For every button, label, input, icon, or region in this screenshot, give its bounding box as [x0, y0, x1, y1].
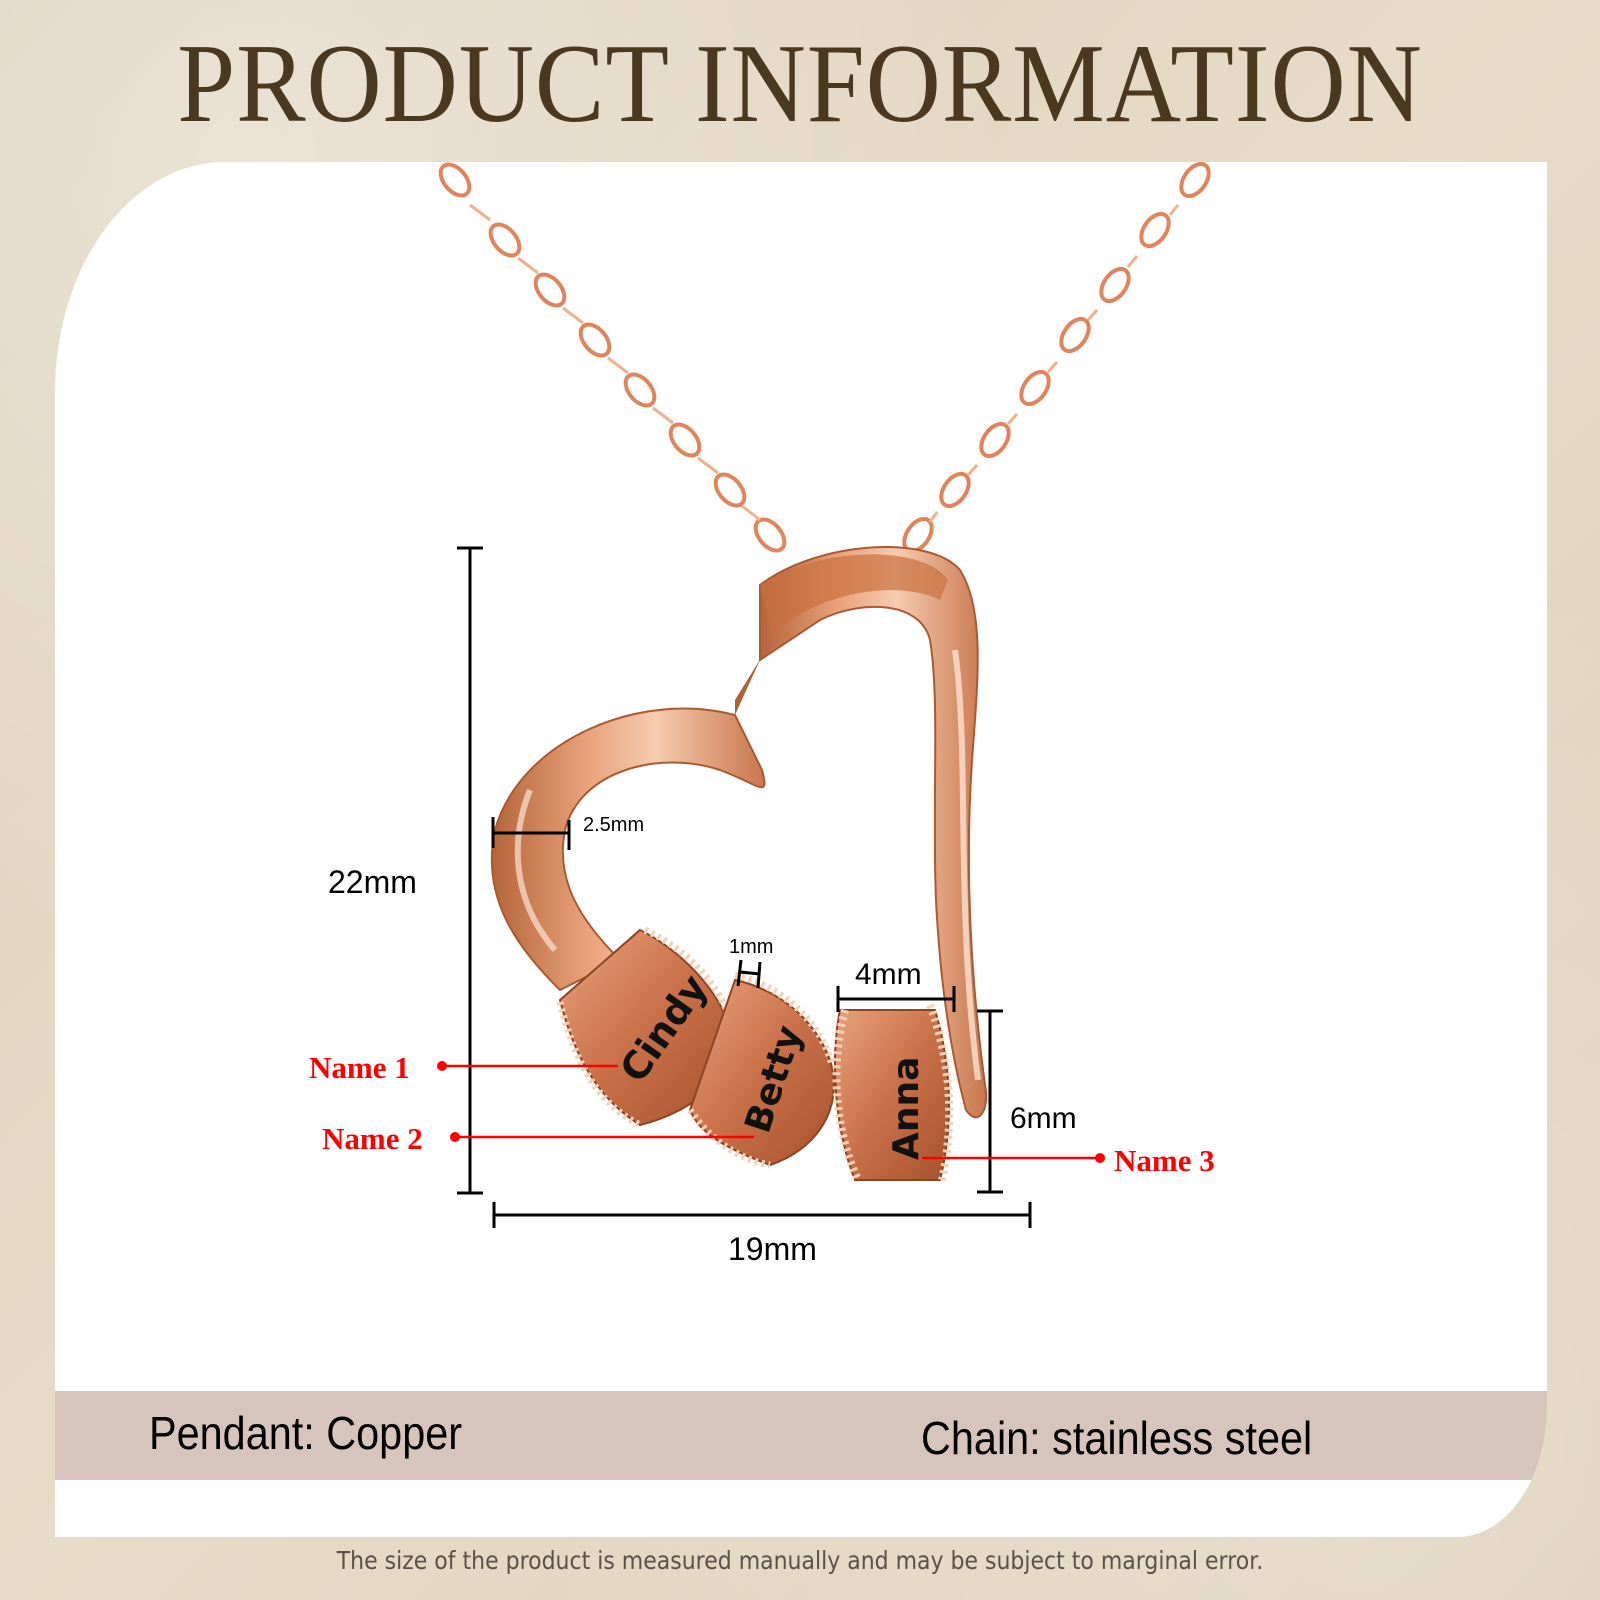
heart-pendant — [490, 546, 988, 1119]
materials-band: Pendant: Copper Chain: stainless steel — [55, 1391, 1547, 1480]
dimension-lines — [457, 546, 1032, 1228]
name-callout-lines — [443, 1064, 1100, 1160]
chain-left — [438, 162, 787, 553]
dim-band-label: 2.5mm — [583, 814, 644, 836]
bead-cindy: Cindy — [556, 926, 739, 1129]
name-3-label: Name 3 — [1114, 1143, 1215, 1178]
dim-bead-height-label: 6mm — [1010, 1102, 1077, 1135]
product-card: Cindy Betty Anna — [55, 162, 1547, 1537]
pendant-material: Pendant: Copper — [149, 1407, 463, 1459]
name-3-dot — [1095, 1153, 1105, 1163]
chain-material: Chain: stainless steel — [921, 1412, 1313, 1464]
name-2-dot — [450, 1132, 460, 1142]
page-title: PRODUCT INFORMATION — [177, 22, 1423, 146]
dim-height-label: 22mm — [328, 864, 417, 900]
bead-anna: Anna — [832, 1003, 954, 1182]
dim-bead-width-label: 4mm — [855, 958, 922, 991]
engraving-3: Anna — [886, 1057, 927, 1160]
dim-rim-label: 1mm — [729, 936, 773, 958]
measurement-disclaimer: The size of the product is measured manu… — [336, 1546, 1264, 1575]
name-1-label: Name 1 — [309, 1050, 410, 1085]
dim-width-label: 19mm — [728, 1231, 817, 1267]
name-2-label: Name 2 — [322, 1121, 423, 1156]
product-illustration: Cindy Betty Anna — [309, 162, 1215, 1267]
bead-betty: Betty — [687, 971, 836, 1169]
chain-right — [902, 162, 1211, 554]
name-1-dot — [437, 1061, 447, 1071]
